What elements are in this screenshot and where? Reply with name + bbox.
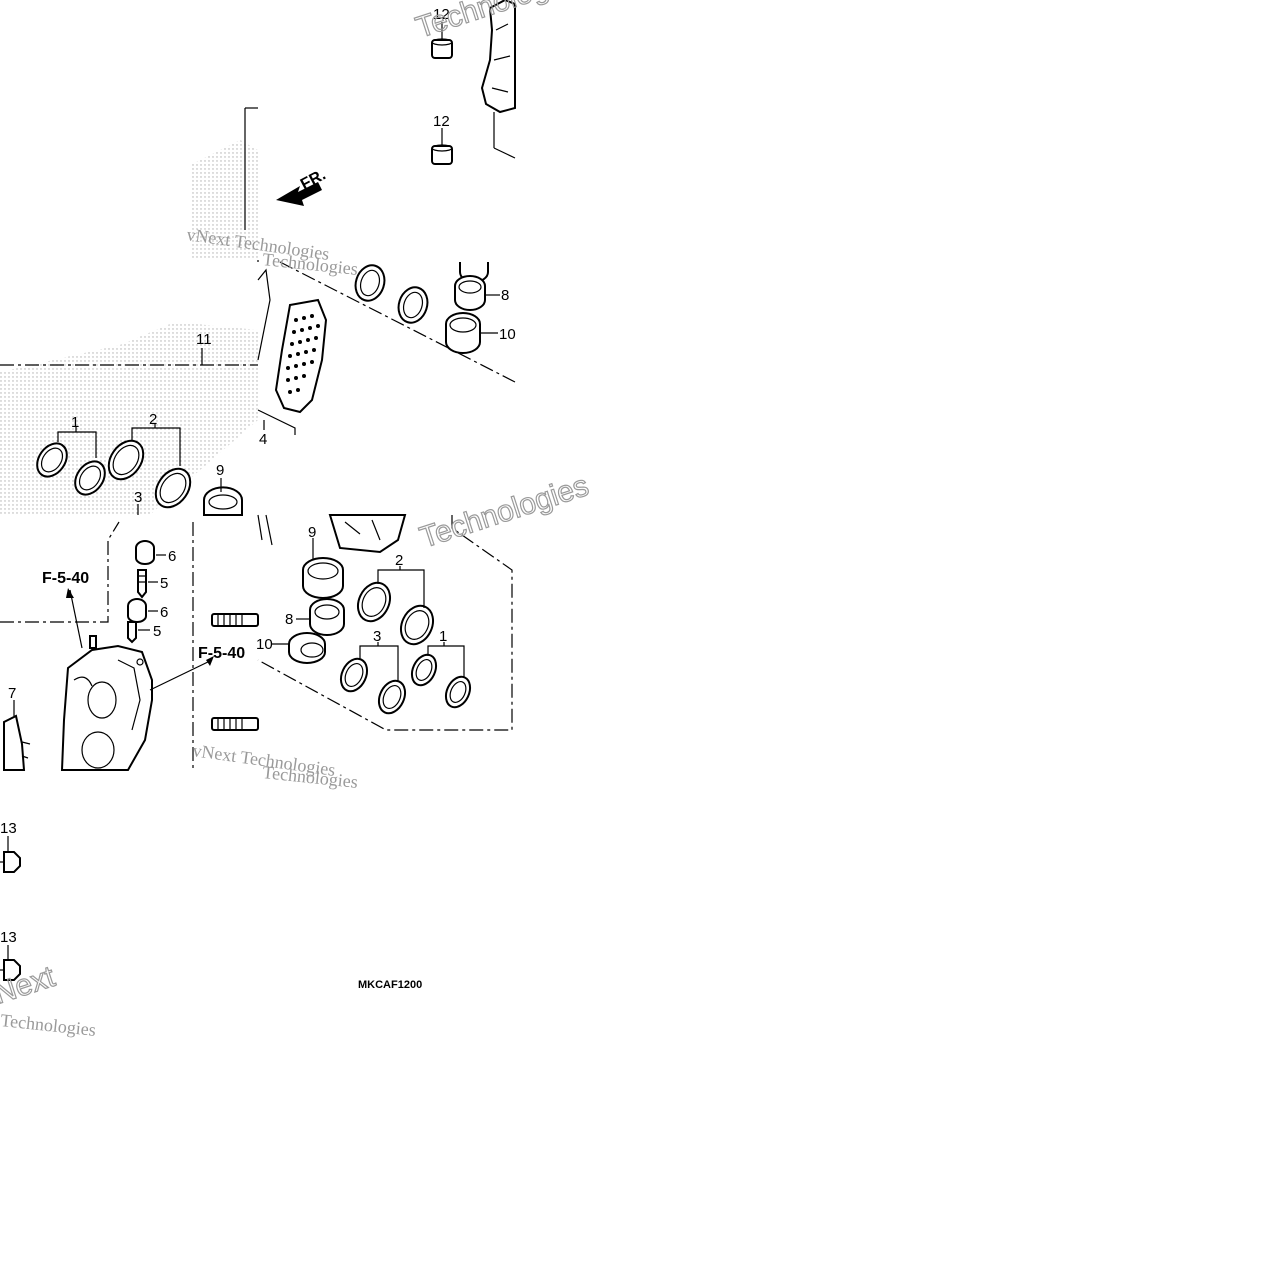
callout-13: 13: [0, 820, 17, 837]
callout-8: 8: [501, 287, 509, 304]
seal-2: [107, 439, 145, 481]
callout-3: 3: [373, 628, 381, 645]
piston-seal: [397, 286, 429, 324]
part-7-clip: [3, 714, 31, 771]
part-12-bushing: [431, 128, 453, 165]
direction-label: FR.: [298, 166, 329, 193]
callout-2: 2: [395, 552, 403, 569]
callout-4: 4: [259, 431, 267, 448]
callout-1: 1: [439, 628, 447, 645]
bleeder-cap: [135, 540, 155, 565]
seal-3: [339, 657, 369, 693]
piston-10: [445, 312, 481, 354]
leader-line: [57, 431, 97, 458]
reference-label: F-5-40: [42, 570, 89, 587]
boundary-line: [279, 261, 516, 383]
bleeder-valve: [127, 621, 137, 644]
leader-line: [377, 569, 425, 608]
leader-line: [131, 427, 181, 466]
caliper-fragment: [328, 514, 407, 554]
bleeder-valve: [137, 569, 147, 599]
callout-9: 9: [216, 462, 224, 479]
piston-8: [454, 275, 486, 311]
callout-10: 10: [499, 326, 516, 343]
seal-1: [74, 460, 106, 496]
piston-9: [203, 486, 243, 516]
callout-12: 12: [433, 6, 450, 23]
part-12-bushing: [431, 22, 453, 59]
callout-8: 8: [285, 611, 293, 628]
slide-pin: [211, 613, 259, 627]
callout-7: 7: [8, 685, 16, 702]
watermark-shading: [0, 322, 258, 515]
reference-label: F-5-40: [198, 645, 245, 662]
seal-2: [399, 604, 435, 646]
piston-9: [302, 557, 344, 599]
caliper-body: [60, 635, 153, 771]
piston-10: [288, 632, 326, 664]
seal-3: [377, 679, 407, 715]
leader-line: [359, 645, 399, 682]
bleeder-cap: [127, 598, 147, 623]
callout-9: 9: [308, 524, 316, 541]
boundary-line: [0, 521, 120, 623]
watermark-text: Technologies: [0, 1010, 97, 1040]
bolt-13: [0, 959, 21, 981]
callout-5: 5: [153, 623, 161, 640]
callout-1: 1: [71, 414, 79, 431]
callout-2: 2: [149, 411, 157, 428]
callout-10: 10: [256, 636, 273, 653]
watermark-text: Technologies: [262, 249, 359, 279]
watermark-shading: [190, 140, 258, 258]
seal-1: [410, 653, 438, 687]
watermark-text: Technologies: [416, 469, 593, 555]
callout-6: 6: [168, 548, 176, 565]
slide-pin: [211, 717, 259, 731]
piston-seal: [354, 264, 386, 302]
seal-1: [444, 675, 472, 709]
leader-line: [257, 409, 296, 435]
diagram-code: MKCAF1200: [358, 979, 422, 991]
callout-5: 5: [160, 575, 168, 592]
seal-2: [154, 467, 192, 509]
callout-13: 13: [0, 929, 17, 946]
bolt-13: [0, 851, 21, 873]
callout-11: 11: [196, 331, 212, 348]
front-direction-arrow-icon: [276, 182, 322, 206]
boundary-line: [257, 515, 513, 731]
leader-line: [427, 645, 465, 678]
seal-2: [356, 581, 392, 623]
callout-12: 12: [433, 113, 450, 130]
tile-top-right-fragment: [480, 0, 516, 159]
seal-1: [36, 442, 68, 478]
callout-3: 3: [134, 489, 142, 506]
callout-6: 6: [160, 604, 168, 621]
piston-8: [309, 598, 345, 636]
watermark-text: Technologies: [262, 762, 359, 792]
brake-pad: [274, 298, 328, 414]
